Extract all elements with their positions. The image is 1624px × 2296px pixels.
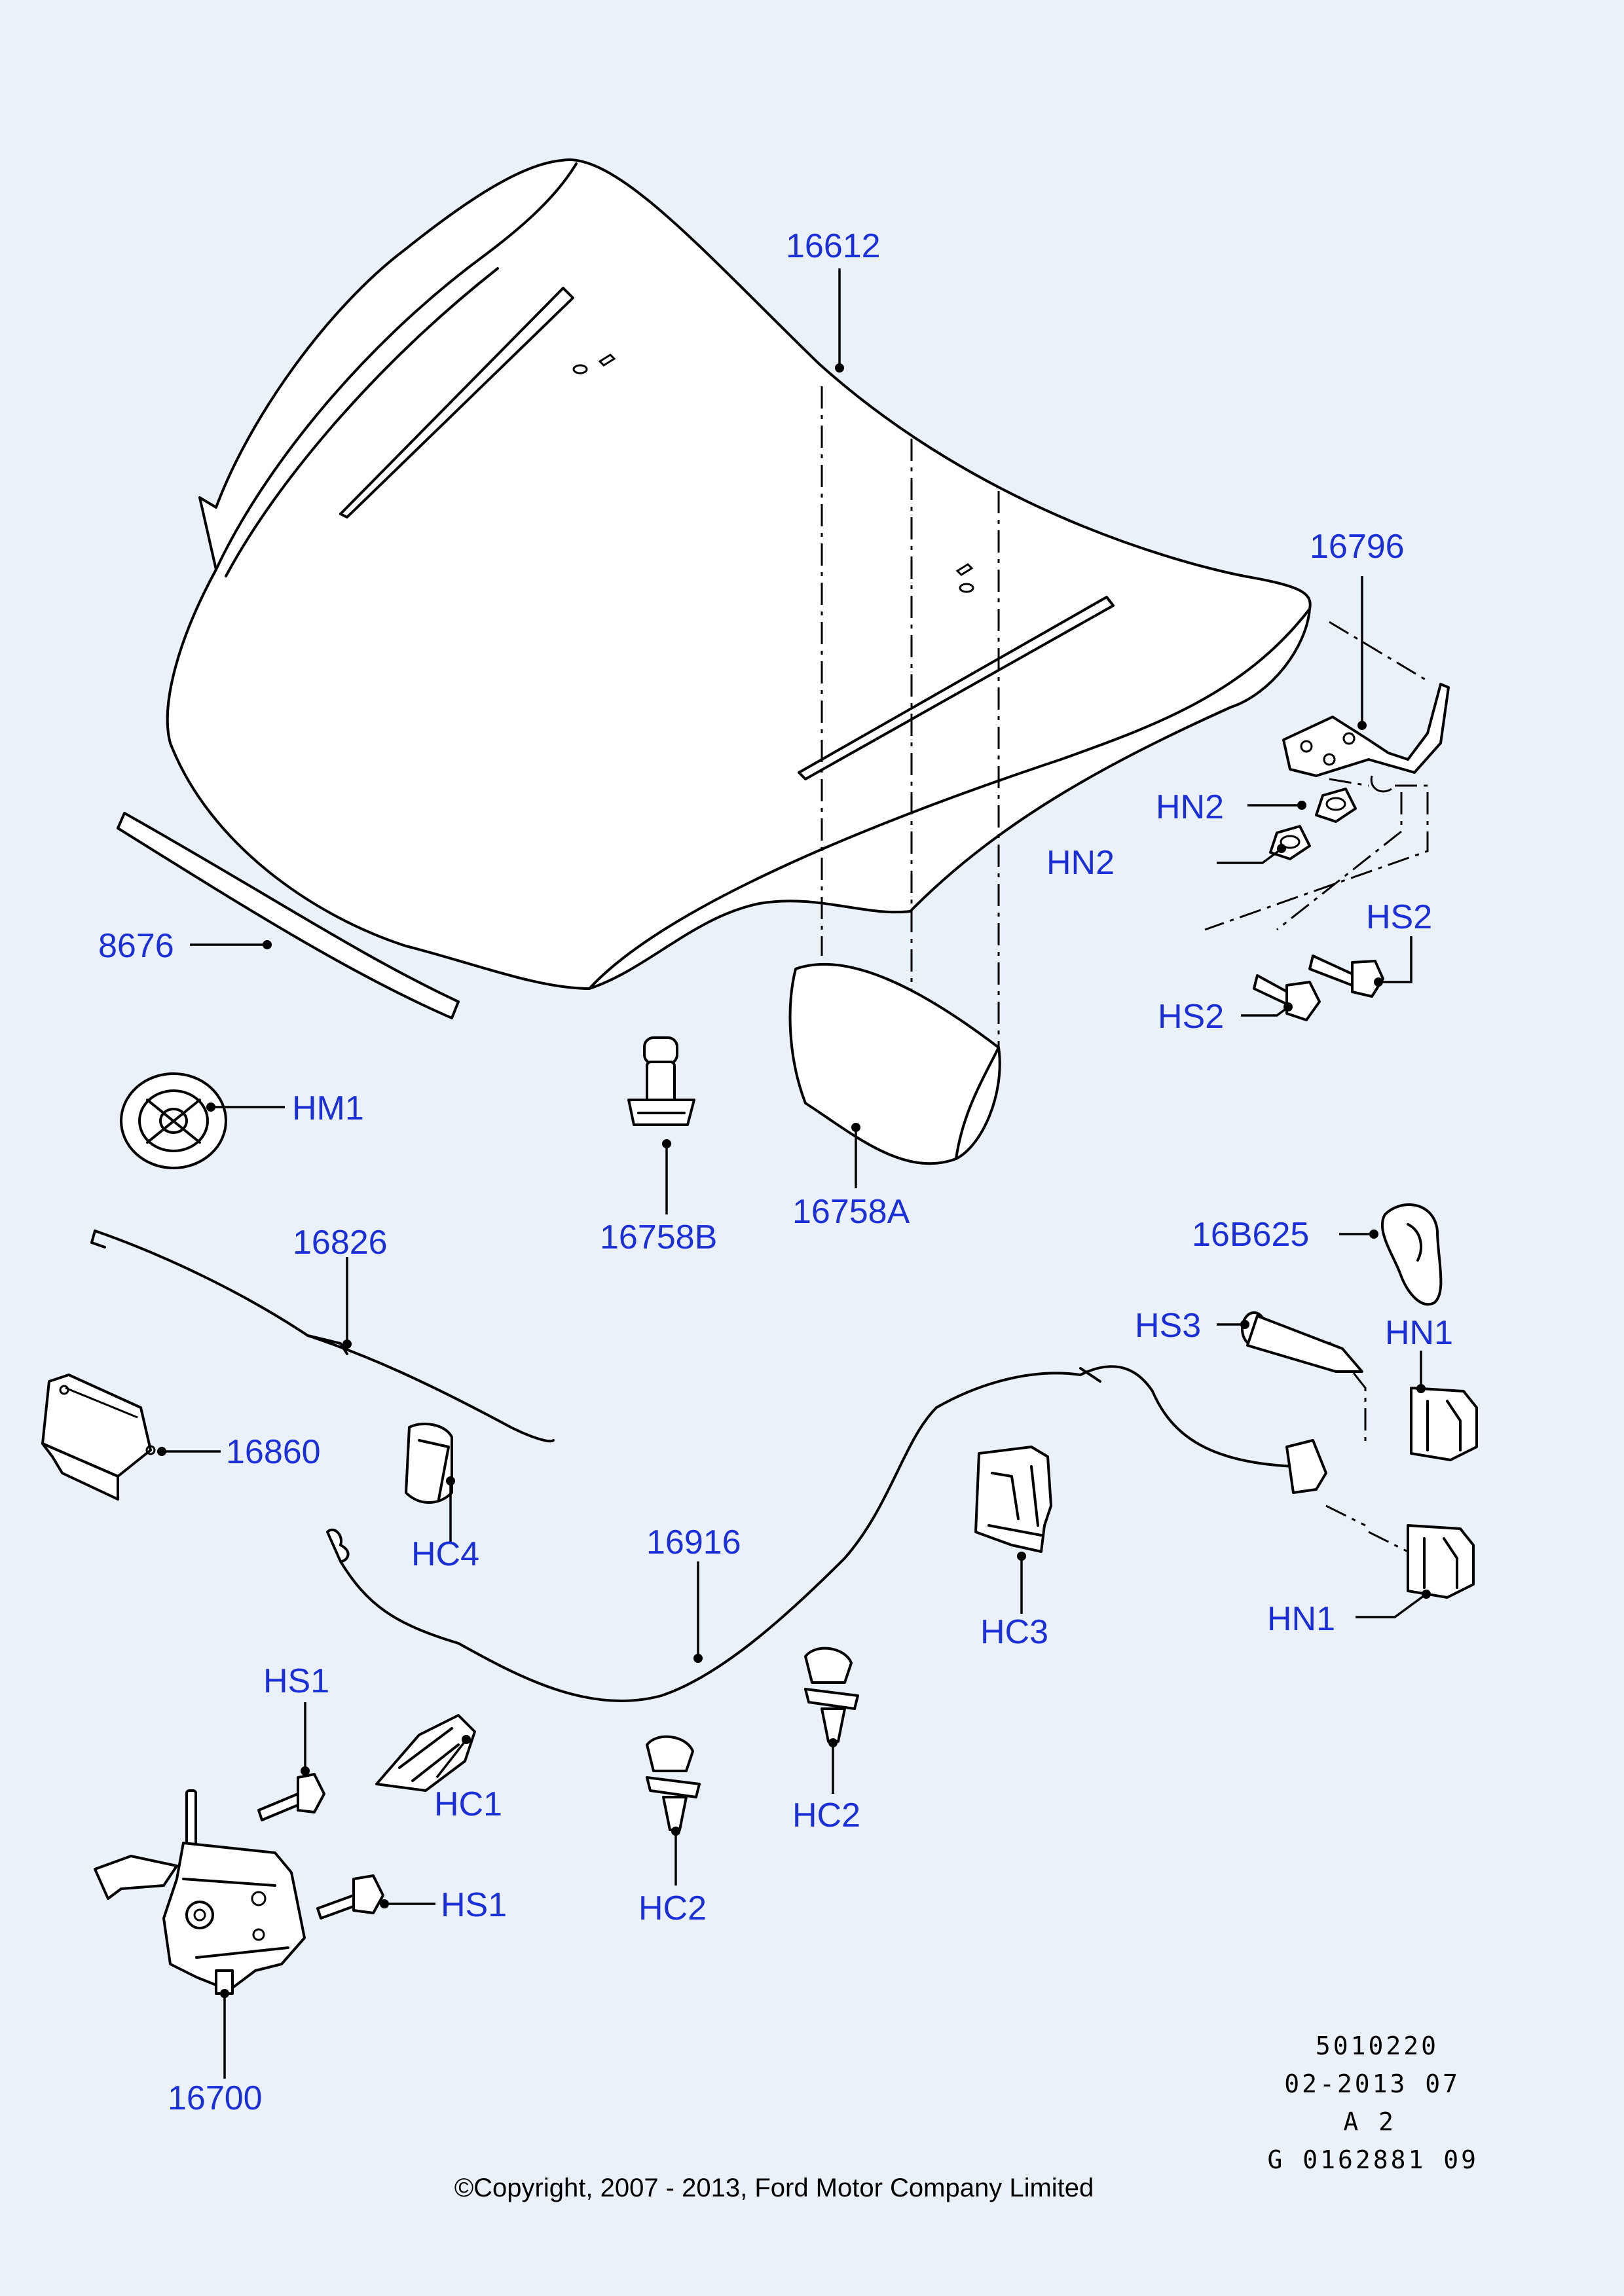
hood-insulator-pad (788, 962, 1001, 1165)
callout-hs1-upper: HS1 (263, 1662, 329, 1700)
reference-block: 5010220 02-2013 07 A 2 G 0162881 09 (1267, 2032, 1479, 2174)
callout-16b625: 16B625 (1192, 1216, 1309, 1254)
callout-16916: 16916 (646, 1523, 741, 1561)
projection-lines (821, 386, 1429, 1553)
release-handle-knob (1380, 1203, 1443, 1306)
reference-date: 02-2013 07 (1284, 2069, 1460, 2098)
latch-bolt-lower (316, 1874, 384, 1920)
callout-hc2-right: HC2 (792, 1796, 860, 1834)
callout-8676: 8676 (98, 927, 174, 965)
hood-latch-assembly (94, 1789, 306, 1995)
callout-hm1: HM1 (292, 1089, 364, 1127)
callout-hc3: HC3 (980, 1613, 1048, 1651)
prop-rod-bracket (41, 1374, 156, 1501)
callout-16826: 16826 (293, 1224, 388, 1262)
cable-retainer-lower (1407, 1524, 1475, 1599)
cable-end-clip (375, 1714, 476, 1792)
hood-release-cable (326, 1365, 1327, 1702)
cable-guide-clip (974, 1446, 1052, 1553)
hood-hinge (1282, 683, 1450, 793)
callout-hs1-lower: HS1 (441, 1886, 507, 1924)
hood-bump-stop (120, 1072, 227, 1169)
copyright-notice: ©Copyright, 2007 - 2013, Ford Motor Comp… (454, 2174, 1094, 2202)
callout-16758a: 16758A (792, 1193, 910, 1231)
callout-16758b: 16758B (600, 1218, 717, 1256)
hinge-bolt-lower (1253, 974, 1321, 1021)
push-clip-right (804, 1647, 859, 1743)
reference-number: 5010220 (1316, 2032, 1439, 2060)
latch-bolt-upper (257, 1773, 325, 1821)
callout-16612: 16612 (786, 227, 881, 265)
hood-prop-rod (90, 1230, 555, 1443)
callout-hn2-upper: HN2 (1156, 788, 1224, 826)
callout-16796: 16796 (1310, 528, 1405, 566)
callout-hc2-left: HC2 (638, 1889, 707, 1927)
callout-hs2-upper: HS2 (1366, 898, 1432, 936)
cable-retainer-upper (1410, 1387, 1478, 1461)
callout-labels: 16612 16796 8676 HN2 HN2 HS2 HS2 HM1 167… (98, 227, 1453, 2117)
callout-hc1: HC1 (434, 1785, 502, 1823)
callout-hc4: HC4 (411, 1535, 479, 1573)
callout-16700: 16700 (168, 2079, 263, 2117)
prop-rod-clip (405, 1423, 453, 1504)
reference-code: G 0162881 09 (1267, 2145, 1479, 2174)
leader-lines (157, 268, 1431, 2079)
callout-hn2-lower: HN2 (1046, 844, 1115, 882)
prop-rod-holder-clip (627, 1036, 695, 1126)
callout-hn1-lower: HN1 (1267, 1600, 1335, 1638)
hinge-nut-upper (1315, 788, 1357, 823)
hinge-bolt-upper (1308, 955, 1384, 998)
callout-16860: 16860 (226, 1433, 321, 1471)
hood-guide-pin (1241, 1311, 1363, 1373)
hood-panel (166, 158, 1312, 990)
callout-hs2-lower: HS2 (1158, 998, 1224, 1036)
push-clip-left (646, 1735, 701, 1831)
reference-sheet: A 2 (1343, 2107, 1396, 2136)
hood-front-seal-strip (117, 812, 460, 1019)
callout-hn1-upper: HN1 (1385, 1314, 1453, 1352)
callout-hs3: HS3 (1135, 1307, 1201, 1345)
